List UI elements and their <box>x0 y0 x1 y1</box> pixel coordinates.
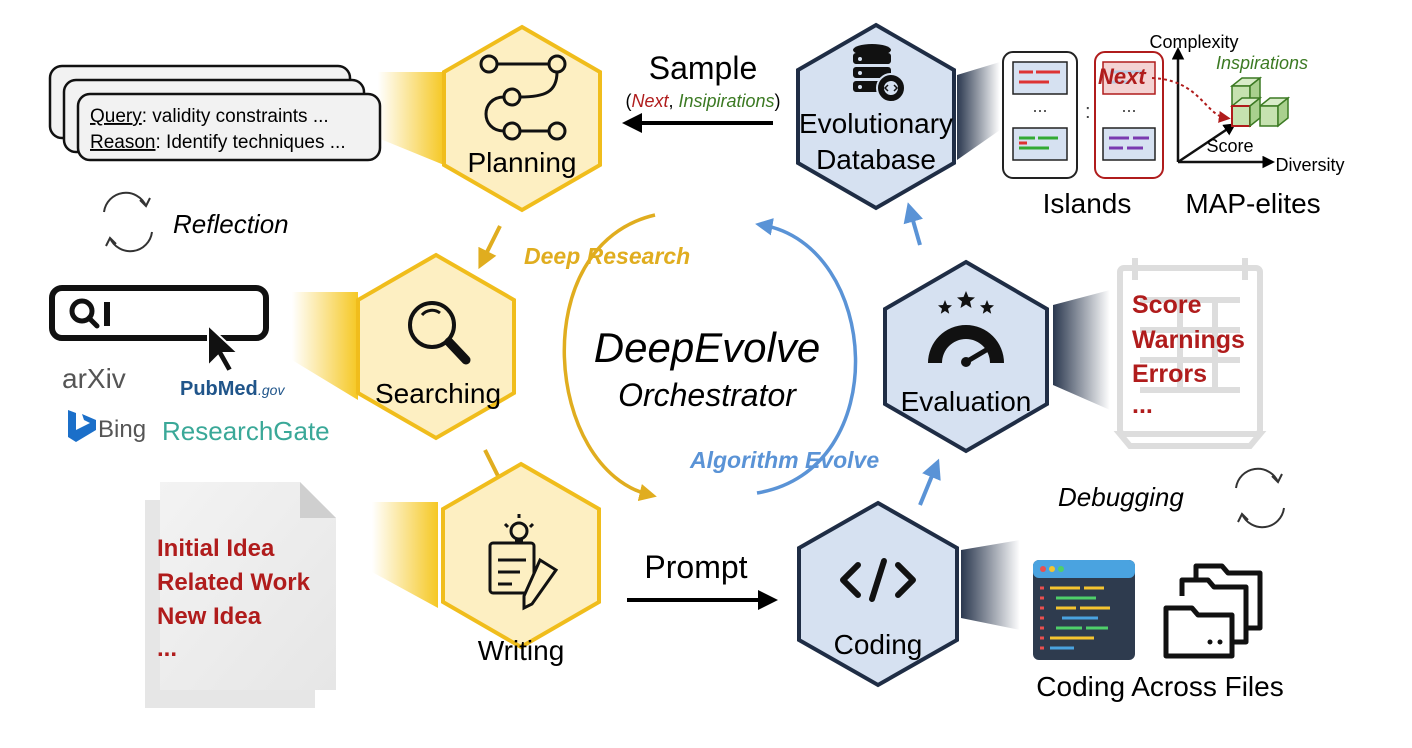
writing-node[interactable]: Writing <box>441 461 601 666</box>
pubmed-name: PubMed <box>180 378 258 400</box>
islands-panel: ... : ... Next <box>1002 51 1164 179</box>
results-clipboard <box>1113 258 1267 449</box>
code-editor-icon <box>1033 560 1135 660</box>
code-brackets-icon <box>840 558 916 602</box>
bing-name: Bing <box>98 416 146 443</box>
inspirations-label: Inspirations <box>1216 53 1308 73</box>
evaluation-to-database-arrow <box>903 202 923 246</box>
cursor-icon <box>207 322 241 374</box>
sample-next: Next <box>631 91 669 111</box>
deep-research-label: Deep Research <box>524 243 690 269</box>
writing-pen-icon <box>488 514 559 611</box>
sample-close-paren: ) <box>775 91 781 111</box>
evaluation-node[interactable]: Evaluation <box>883 259 1049 454</box>
writing-wedge <box>372 502 438 608</box>
planning-hexagon <box>442 24 602 213</box>
reason-line: Reason: Identify techniques ... <box>90 132 346 153</box>
sample-subtitle: (Next, Insipirations) <box>625 91 780 111</box>
result-score: Score <box>1132 291 1202 319</box>
database-label-line1: Evolutionary <box>799 108 953 139</box>
islands-label: Islands <box>1043 188 1132 219</box>
reflection-cycle-icon <box>103 191 153 253</box>
debugging-cycle-icon <box>1235 467 1285 529</box>
pubmed-suffix: .gov <box>258 382 285 398</box>
reason-key: Reason <box>90 132 156 153</box>
gauge-stars-icon <box>928 291 1004 367</box>
evaluation-label: Evaluation <box>901 386 1032 417</box>
planning-label: Planning <box>468 147 577 178</box>
coding-label: Coding <box>834 629 923 660</box>
reason-value: : Identify techniques ... <box>156 132 346 153</box>
sample-open-paren: ( <box>625 91 631 111</box>
search-bar <box>49 285 269 374</box>
database-gear-icon <box>853 44 906 103</box>
idea-item-4: ... <box>157 635 177 662</box>
query-cards: Query: validity constraints ... Reason: … <box>48 64 382 162</box>
island-2-dots: ... <box>1121 96 1136 116</box>
orchestrator-subtitle: Orchestrator <box>618 377 797 413</box>
prompt-label: Prompt <box>644 549 747 585</box>
next-label: Next <box>1098 64 1147 89</box>
map-elites-chart: Complexity Diversity Score Inspirations <box>1149 32 1344 175</box>
query-key: Query <box>90 106 142 127</box>
coding-node[interactable]: Coding <box>797 500 959 688</box>
coding-to-evaluation-arrow <box>918 458 941 506</box>
magnifier-icon <box>408 301 471 365</box>
coding-wedge <box>961 540 1020 630</box>
next-selection-arrow <box>1151 77 1231 123</box>
island-1-dots: ... <box>1032 96 1047 116</box>
searching-label: Searching <box>375 378 501 409</box>
query-value: : validity constraints ... <box>142 106 329 127</box>
deep-research-loop-arrow <box>562 213 657 502</box>
planning-wedge <box>378 72 444 165</box>
query-line: Query: validity constraints ... <box>90 106 329 127</box>
evaluation-wedge <box>1053 290 1110 410</box>
complexity-axis-label: Complexity <box>1149 32 1238 52</box>
idea-document: Initial Idea Related Work New Idea ... <box>145 482 336 708</box>
result-warnings: Warnings <box>1132 326 1245 354</box>
coding-hexagon <box>797 500 959 688</box>
reflection-label: Reflection <box>173 209 289 239</box>
database-wedge <box>957 62 1000 160</box>
result-more: ... <box>1132 391 1153 419</box>
flow-chart-icon <box>479 54 567 141</box>
score-axis-label: Score <box>1206 136 1253 156</box>
idea-item-3: New Idea <box>157 603 262 630</box>
bing-logo: Bing <box>68 410 146 443</box>
sample-comma: , <box>668 91 678 111</box>
evaluation-hexagon <box>883 259 1049 454</box>
arxiv-logo: arXiv <box>62 363 126 394</box>
database-node[interactable]: Evolutionary Database <box>796 22 956 211</box>
idea-item-2: Related Work <box>157 569 311 596</box>
planning-node[interactable]: Planning <box>442 24 602 213</box>
orchestrator-title: DeepEvolve <box>594 324 820 371</box>
searching-wedge <box>292 292 358 400</box>
map-elites-label: MAP-elites <box>1185 188 1320 219</box>
researchgate-logo: ResearchGate <box>162 416 330 446</box>
island-separator: : <box>1085 101 1091 123</box>
database-hexagon <box>796 22 956 211</box>
bing-icon <box>68 410 96 442</box>
folders-icon <box>1163 563 1263 659</box>
search-icon <box>69 298 110 329</box>
database-label-line2: Database <box>816 144 936 175</box>
planning-to-searching-arrow <box>478 225 502 270</box>
elite-cubes <box>1229 76 1291 128</box>
result-errors: Errors <box>1132 360 1207 388</box>
writing-hexagon <box>441 461 601 650</box>
sample-inspirations: Insipirations <box>678 91 774 111</box>
diversity-axis-label: Diversity <box>1275 155 1344 175</box>
searching-node[interactable]: Searching <box>356 252 516 441</box>
algorithm-evolve-loop-arrow <box>755 218 858 495</box>
writing-label: Writing <box>478 635 565 666</box>
algorithm-evolve-label: Algorithm Evolve <box>689 447 879 473</box>
coding-across-files-label: Coding Across Files <box>1036 671 1283 702</box>
sample-label: Sample <box>649 50 758 86</box>
pubmed-logo: PubMed .gov <box>180 378 285 400</box>
debugging-label: Debugging <box>1058 482 1184 512</box>
idea-item-1: Initial Idea <box>157 535 275 562</box>
